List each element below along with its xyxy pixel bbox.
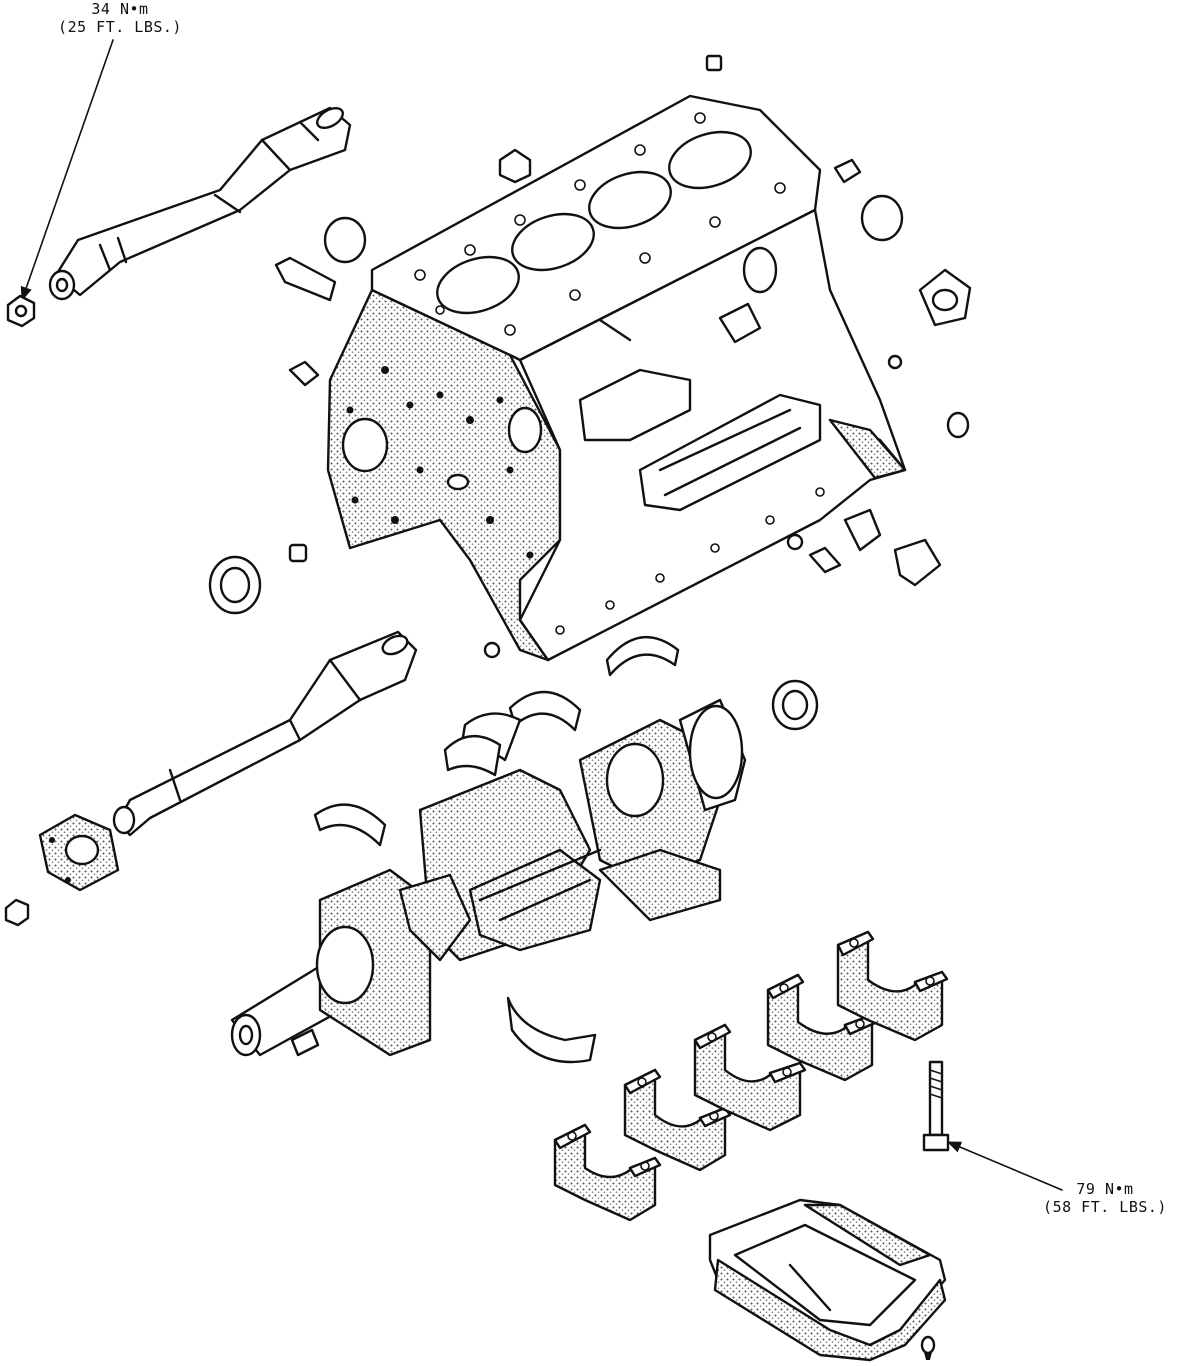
leader-line-top [20, 39, 114, 302]
main-cap-3 [693, 1023, 807, 1132]
balance-shaft-lower [112, 630, 418, 837]
main-cap-5 [836, 930, 949, 1042]
main-cap-bolt [922, 1060, 950, 1152]
balance-shaft-bolt [6, 294, 36, 328]
crankshaft [230, 698, 747, 1057]
leader-line-bottom [946, 1141, 1063, 1191]
cylinder-block [326, 94, 907, 662]
main-cap-1 [553, 1123, 662, 1222]
balance-shaft-upper [48, 106, 352, 301]
callout-main-cap-bolt-torque: 79 N•m (58 FT. LBS.) [1030, 1180, 1180, 1216]
oil-pan-baffle [708, 1198, 947, 1362]
main-bearing-caps [553, 930, 949, 1222]
drain-plug [920, 1335, 936, 1360]
balance-shaft-seal-housing [38, 813, 120, 892]
torque-metric-label: 34 N•m [91, 0, 149, 18]
callout-balance-shaft-bolt-torque: 34 N•m (25 FT. LBS.) [40, 0, 200, 36]
balance-shaft-bolt-lower [4, 898, 30, 927]
torque-imperial-label: (25 FT. LBS.) [58, 18, 182, 36]
torque-metric-label: 79 N•m [1076, 1180, 1134, 1198]
bearing-shells [313, 636, 680, 1064]
main-cap-2 [623, 1068, 732, 1172]
plugs-and-fittings [208, 54, 972, 731]
torque-imperial-label: (58 FT. LBS.) [1043, 1198, 1167, 1216]
